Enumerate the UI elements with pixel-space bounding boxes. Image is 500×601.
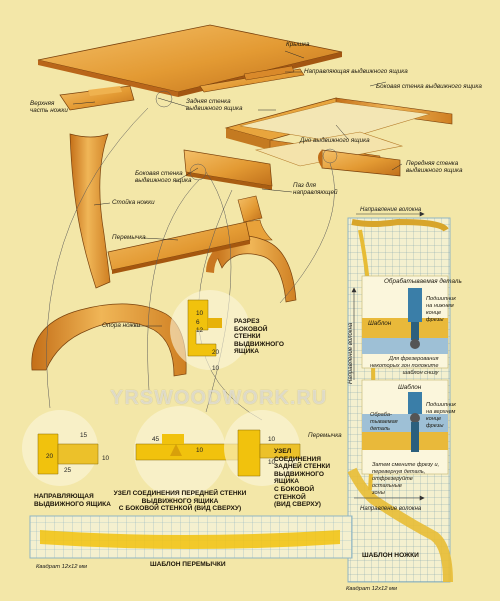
caption-section: Разрез боковой стенки выдвижного ящика	[234, 318, 285, 356]
leg-post	[69, 133, 111, 289]
stretcher-grid-note: Квадрат 12x12 мм	[36, 564, 87, 570]
label-stretcher: Перемычка	[112, 234, 146, 241]
router-panel-2	[361, 379, 449, 475]
dim-section-3: 12	[196, 327, 204, 334]
dim-back-1: 10	[268, 436, 276, 443]
stretcher	[107, 221, 251, 274]
router-note-step1: Для фрезерования некоторых зон положите …	[370, 356, 439, 376]
router-note-bit-top: Шаблон	[398, 384, 422, 391]
guide-detail	[22, 410, 99, 486]
label-drawer-side: Боковая стенка выдвижного ящика	[135, 170, 192, 184]
dim-guide-2: 10	[102, 455, 110, 462]
section-detail	[170, 290, 250, 370]
dim-guide-3: 20	[46, 453, 54, 460]
caption-back-joint: Узел соединения задней стенки выдвижного…	[274, 448, 331, 509]
label-guide-slot: Паз для направляющей	[293, 182, 338, 196]
drawer-side	[183, 149, 273, 190]
label-drawer-back: Задняя стенка выдвижного ящика	[186, 98, 243, 112]
back-joint-detail	[224, 410, 301, 486]
label-drawer-side-back: Боковая стенка выдвижного ящика	[376, 83, 482, 90]
leg-top-piece	[59, 85, 135, 111]
label-leg-support: Опора ножки	[102, 322, 141, 329]
dim-front-2: 10	[196, 447, 204, 454]
label-leg-post: Стойка ножки	[112, 199, 155, 206]
dim-guide-4: 25	[64, 467, 72, 474]
label-top: Крышка	[286, 41, 310, 48]
stretcher-template	[29, 515, 353, 559]
caption-leg-template: Шаблон ножки	[362, 552, 419, 559]
label-leg-top: Верхняя часть ножки	[30, 100, 68, 114]
grain-label-vertical: Направление волокна	[348, 322, 354, 384]
dim-section-5: 10	[212, 365, 220, 372]
router-note-bearing-top: Подшипник на верхнем конце фрезы	[426, 402, 456, 429]
router-note-workpiece-top: Обрабатываемая деталь	[384, 278, 462, 285]
label-drawer-bottom: Дно выдвижного ящика	[300, 137, 370, 144]
caption-front-joint: Узел соединения передней стенки выдвижно…	[113, 490, 247, 513]
router-note-template: Шаблон	[368, 320, 392, 327]
drawer-front	[318, 149, 401, 177]
leg-grid-note: Квадрат 12x12 мм	[346, 586, 397, 592]
leader-lines	[72, 50, 403, 327]
dim-section-4: 20	[212, 349, 220, 356]
label-drawer-guide: Направляющая выдвижного ящика	[304, 68, 408, 75]
caption-guide: Направляющая выдвижного ящика	[34, 493, 111, 508]
label-drawer-front: Передняя стенка выдвижного ящика	[406, 160, 463, 174]
dim-guide-1: 15	[80, 432, 88, 439]
dim-section-2: 6	[196, 319, 200, 326]
table-top	[37, 24, 343, 97]
watermark: YRSWOODWORK.RU	[110, 387, 328, 409]
drawer-guides	[199, 65, 305, 93]
grain-label-bottom: Направление волокна	[360, 506, 422, 512]
dim-section-1: 10	[196, 310, 204, 317]
router-note-workpiece: Обраба- тываемая деталь	[370, 412, 398, 432]
dim-back-2: 10	[268, 459, 276, 466]
dim-front-1: 45	[152, 436, 160, 443]
label-stretcher-side: Перемычка	[308, 432, 342, 439]
router-panel-1	[361, 275, 449, 369]
grain-label-top: Направление волокна	[360, 207, 422, 213]
grain-arrows	[351, 211, 425, 501]
caption-stretcher-template: Шаблон перемычки	[150, 561, 226, 568]
leg-support	[31, 303, 187, 377]
dimension-labels: 10 6 12 20 10 15 10 20 25 45 10 10 10	[46, 310, 276, 474]
router-note-bearing-bottom: Подшипник на нижнем конце фрезы	[426, 296, 456, 323]
router-note-step2: Затем смените фрезу и, перевернув деталь…	[372, 462, 440, 496]
